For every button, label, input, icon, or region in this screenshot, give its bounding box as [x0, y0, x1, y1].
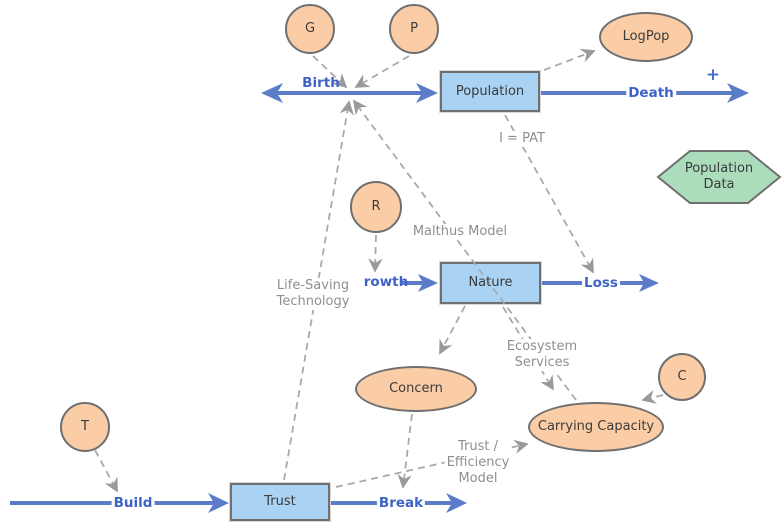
converter-r[interactable]: R — [350, 181, 402, 233]
connector-nature-to-carrying-capacity[interactable] — [502, 306, 554, 391]
connector-trust-to-birth[interactable] — [283, 100, 354, 481]
converter-p[interactable]: P — [389, 4, 439, 54]
flow-death-arrowhead — [727, 83, 749, 103]
data-node-population-data[interactable] — [656, 150, 782, 204]
stock-nature-label: Nature — [468, 275, 513, 290]
converter-t-label: T — [81, 419, 89, 434]
flow-birth-arrowhead-right — [416, 83, 438, 103]
converter-p-label: P — [410, 21, 418, 36]
connector-c-to-carrying-capacity[interactable] — [641, 389, 664, 404]
converter-concern[interactable]: Concern — [355, 366, 477, 412]
connector-population-to-loss[interactable] — [504, 114, 594, 274]
stock-trust[interactable]: Trust — [230, 483, 330, 521]
converter-carrying-capacity-label: Carrying Capacity — [537, 419, 655, 434]
converter-g-label: G — [304, 21, 316, 36]
converter-c[interactable]: C — [658, 353, 706, 401]
converter-t[interactable]: T — [60, 402, 110, 452]
converter-c-label: C — [677, 369, 687, 384]
stock-nature[interactable]: Nature — [440, 262, 541, 304]
converter-logpop[interactable]: LogPop — [599, 12, 693, 62]
flow-break-arrowhead — [446, 493, 467, 513]
converter-g[interactable]: G — [285, 4, 335, 54]
connector-carrying-capacity-to-birth[interactable] — [352, 99, 577, 401]
converter-concern-label: Concern — [389, 381, 443, 396]
flow-birth-arrowhead-left — [261, 83, 283, 103]
stock-trust-label: Trust — [264, 494, 296, 509]
connector-g-to-birth[interactable] — [312, 55, 348, 89]
flow-growth-arrowhead — [418, 274, 438, 292]
connector-p-to-birth[interactable] — [354, 55, 410, 88]
connector-nature-to-concern[interactable] — [439, 305, 466, 355]
connector-population-to-logpop[interactable] — [543, 48, 596, 71]
converter-logpop-label: LogPop — [622, 29, 670, 44]
connector-trust-to-carrying-capacity[interactable] — [335, 439, 529, 488]
converter-carrying-capacity[interactable]: Carrying Capacity — [528, 402, 664, 452]
converter-r-label: R — [371, 199, 381, 214]
connector-concern-to-break[interactable] — [397, 413, 413, 489]
stock-population-label: Population — [455, 83, 525, 99]
connector-t-to-build[interactable] — [94, 449, 118, 493]
flow-loss-arrowhead — [639, 274, 659, 292]
connector-r-to-growth[interactable] — [368, 234, 383, 273]
flow-build-arrowhead — [208, 493, 229, 513]
stock-population[interactable]: Population — [440, 71, 540, 112]
